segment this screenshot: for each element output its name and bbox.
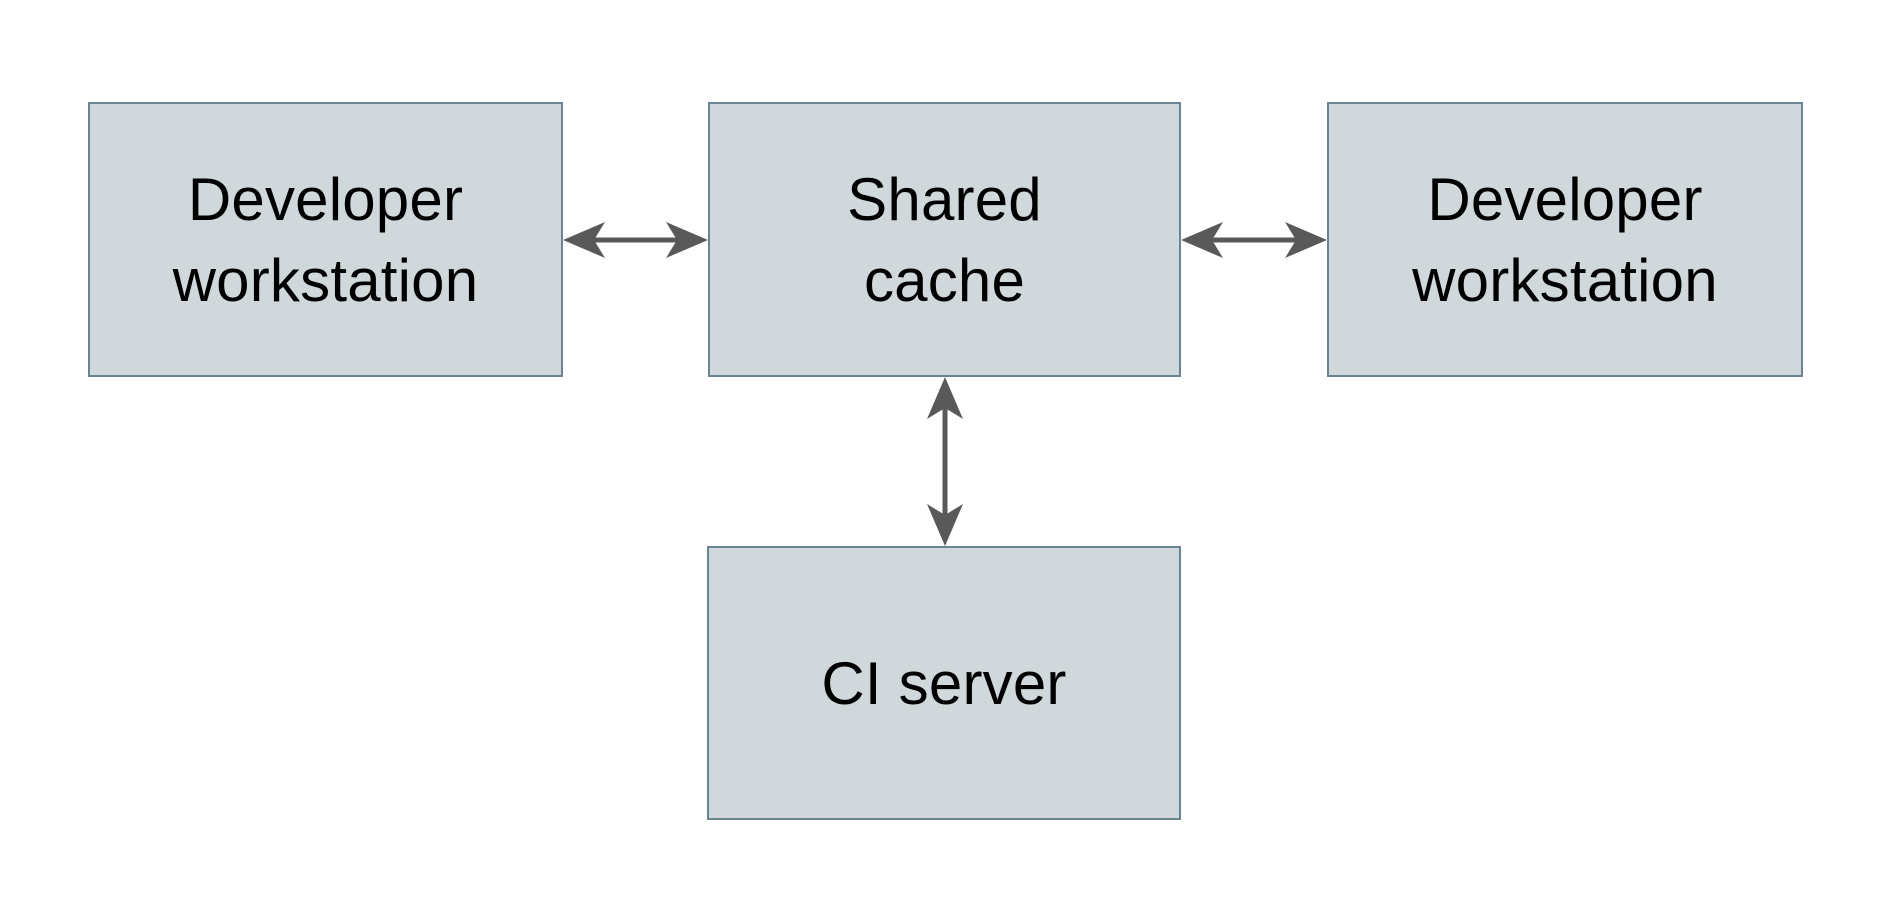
node-ci-server[interactable]: CI server [707,546,1181,820]
edge-left-workstation-to-cache [563,222,708,258]
edge-cache-to-right-workstation [1181,222,1327,258]
node-developer-workstation-left[interactable]: Developer workstation [88,102,563,377]
node-shared-cache[interactable]: Shared cache [708,102,1181,377]
node-label-shared-cache: Shared cache [847,165,1042,314]
node-label-developer-workstation-left: Developer workstation [172,165,479,314]
node-developer-workstation-right[interactable]: Developer workstation [1327,102,1803,377]
edge-cache-to-ci-server [927,377,963,546]
node-label-developer-workstation-right: Developer workstation [1412,165,1718,314]
node-label-ci-server: CI server [821,649,1067,717]
